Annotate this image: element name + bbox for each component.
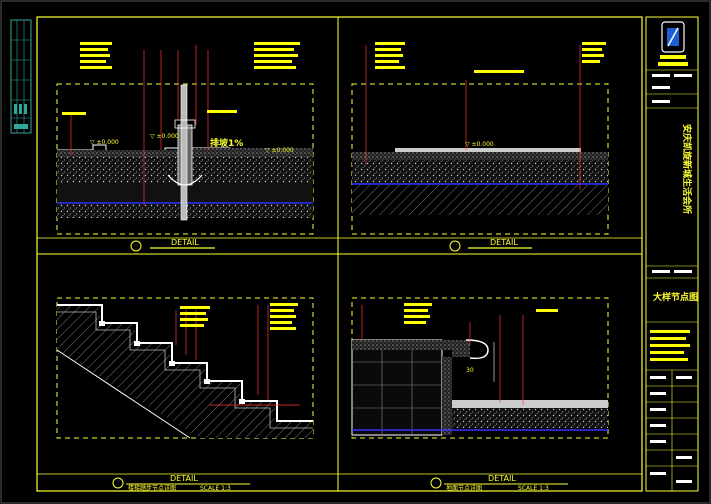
detail-3-label: DETAIL — [170, 474, 198, 483]
detail-3-title: DETAIL 楼梯踏步节点详图 SCALE 1:3 — [37, 473, 338, 492]
left-tab-strip — [10, 19, 32, 134]
detail-1-title: DETAIL — [37, 237, 338, 252]
svg-text:▽ ±0.000: ▽ ±0.000 — [265, 147, 294, 154]
detail-1-wall-joint: 排坡1% ▽ ±0.000 ▽ ±0.000 ▽ ±0.000 — [56, 42, 314, 235]
svg-text:▽ ±0.000: ▽ ±0.000 — [90, 139, 119, 146]
title-block: 安庆凯旋新城生活会所 大样节点图 — [645, 16, 699, 492]
company-logo-icon — [661, 21, 685, 53]
svg-text:▽ ±0.000: ▽ ±0.000 — [150, 133, 179, 140]
detail-1-label: DETAIL — [171, 238, 199, 247]
sheet-title: 大样节点图 — [653, 291, 698, 303]
detail-3-scale: SCALE 1:3 — [200, 485, 231, 492]
project-name: 安庆凯旋新城生活会所 — [681, 124, 693, 214]
slope-note: 排坡1% — [210, 137, 243, 149]
detail-2-floor-section: ▽ ±0.000 — [351, 42, 609, 235]
detail-4-title: DETAIL 地面节点详图 SCALE 1:3 — [338, 473, 642, 492]
detail-3-caption: 楼梯踏步节点详图 — [128, 484, 176, 492]
detail-4-caption: 地面节点详图 — [446, 484, 482, 492]
detail-4-scale: SCALE 1:3 — [518, 485, 549, 492]
svg-text:30: 30 — [466, 367, 474, 374]
svg-text:▽ ±0.000: ▽ ±0.000 — [465, 141, 494, 148]
detail-4-label: DETAIL — [488, 474, 516, 483]
detail-4-floor-wall: 30 — [351, 297, 609, 439]
detail-3-stair-section — [56, 297, 314, 439]
detail-2-title: DETAIL — [338, 237, 642, 252]
detail-2-label: DETAIL — [490, 238, 518, 247]
